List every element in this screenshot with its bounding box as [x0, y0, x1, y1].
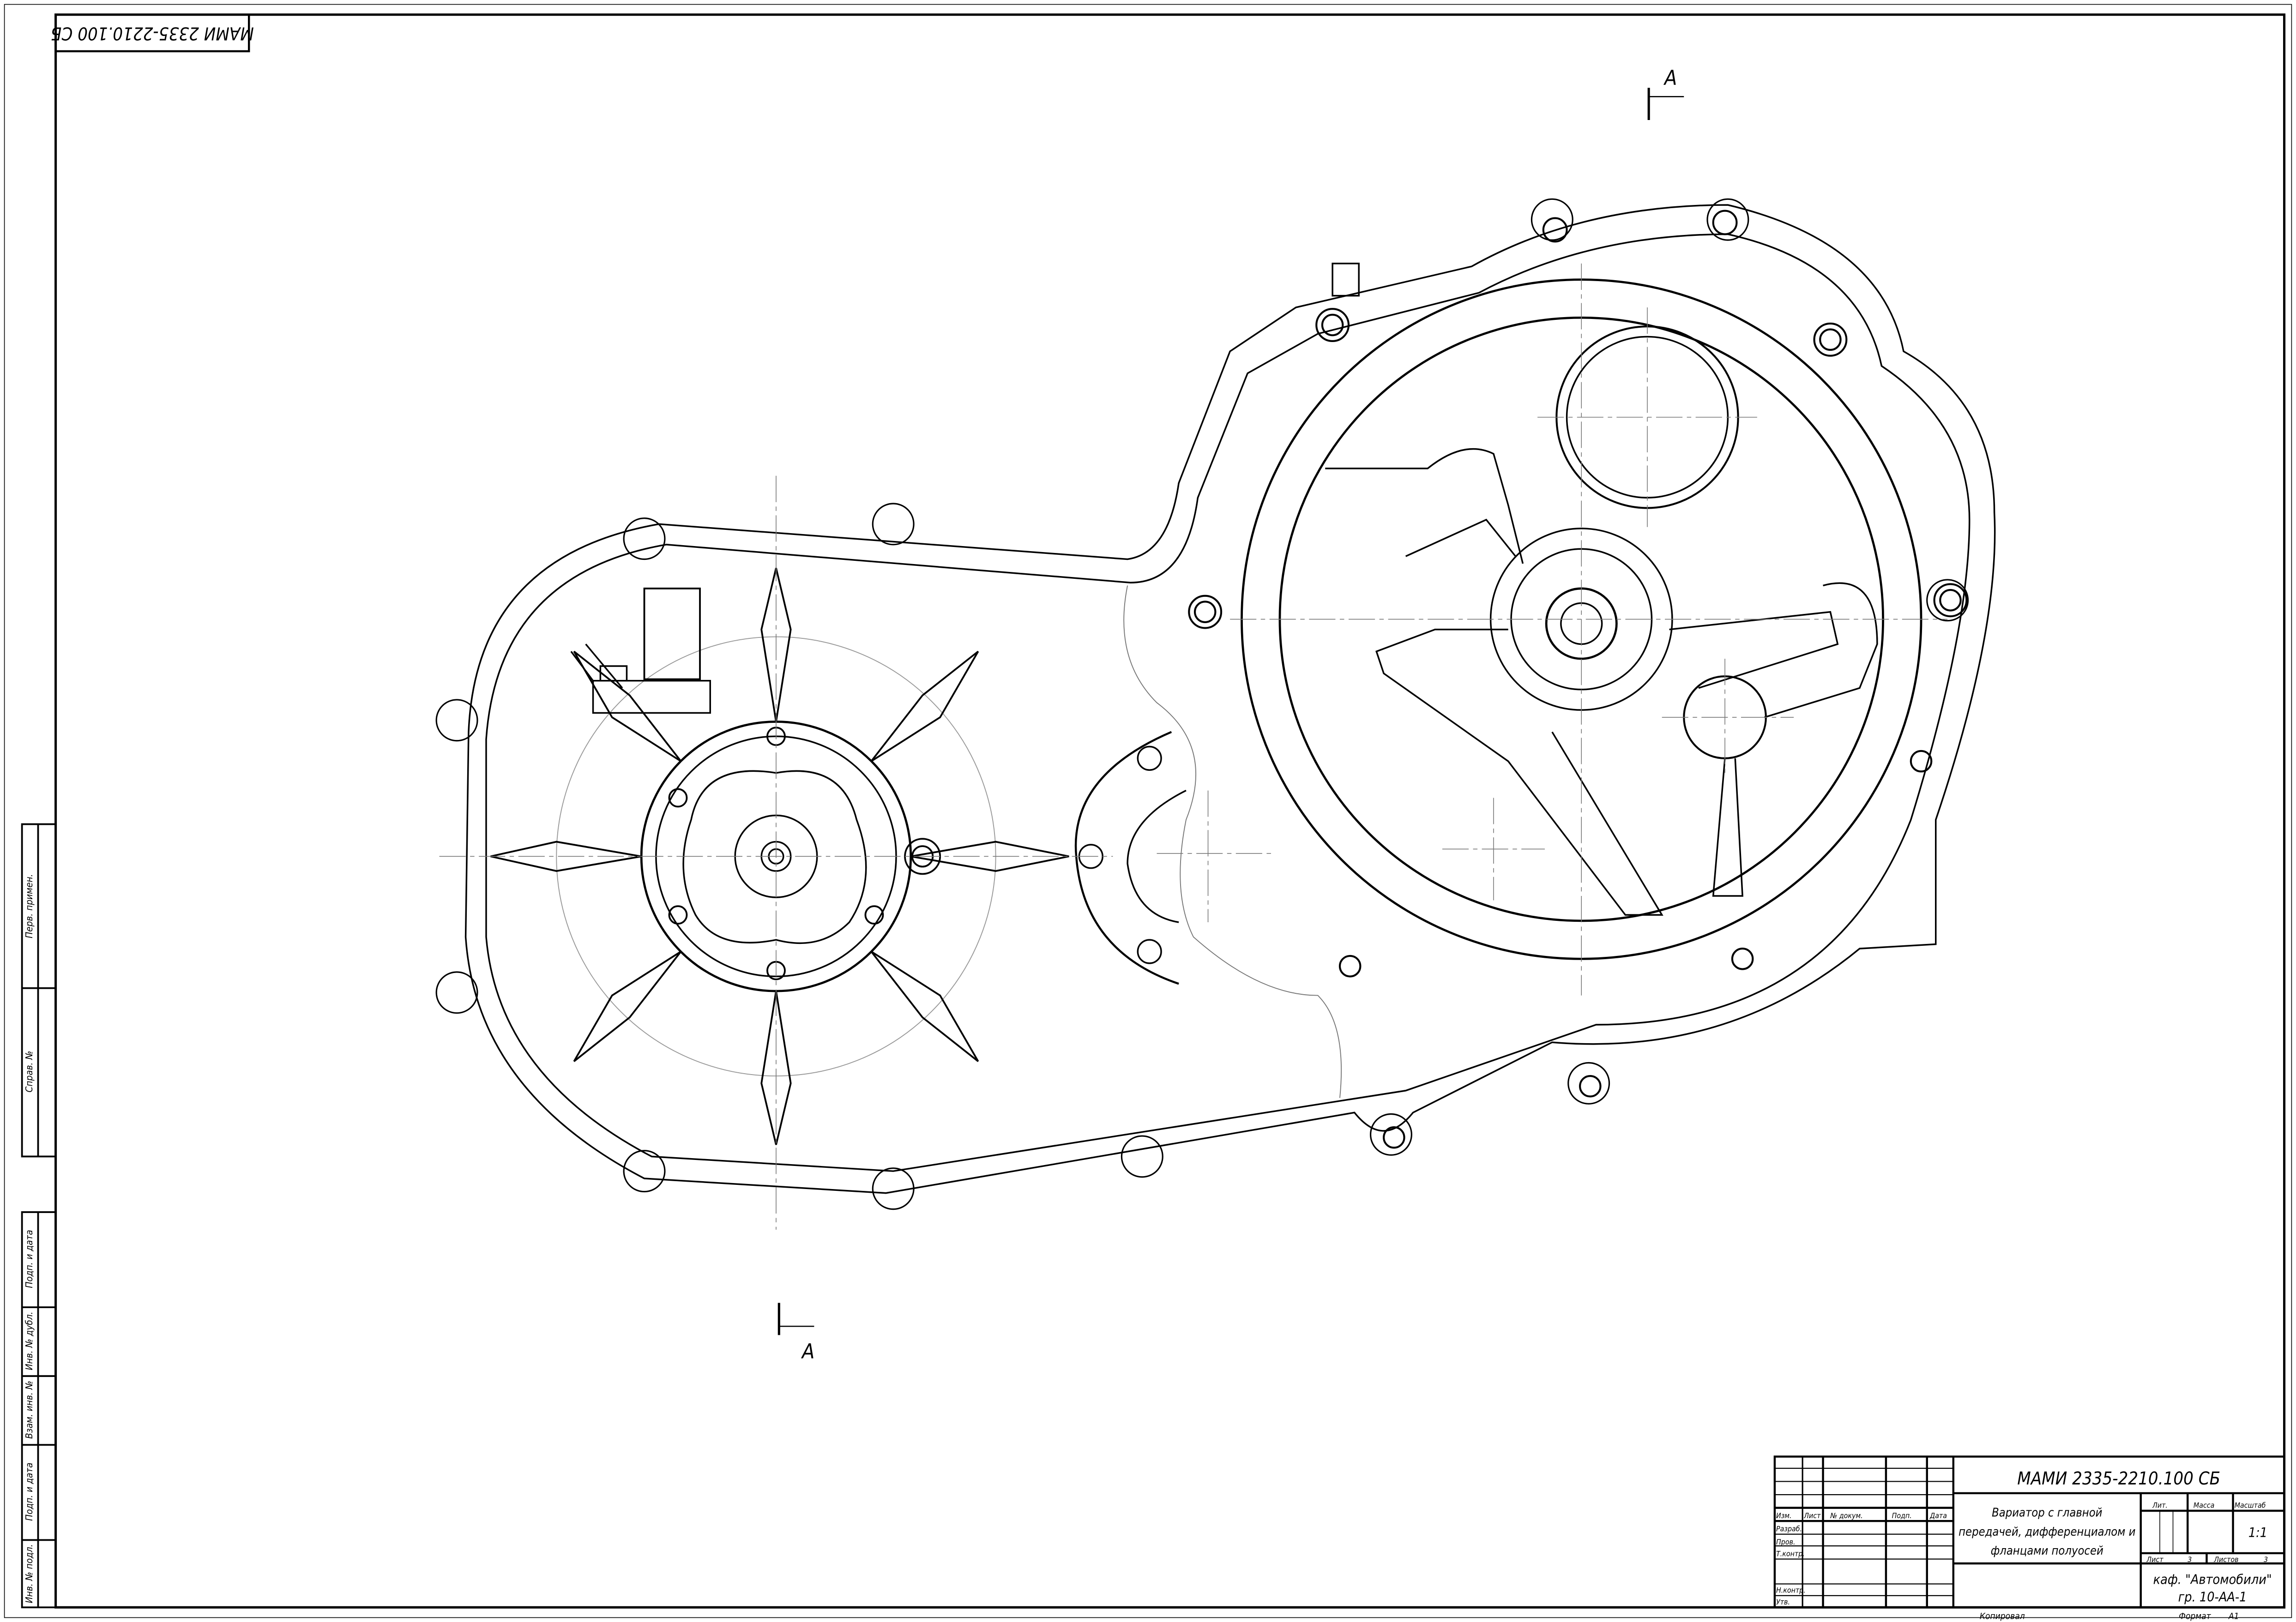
sheet-label: Лист	[2146, 1555, 2163, 1564]
rotated-designation-stamp: МАМИ 2335-2210.100 СБ	[51, 13, 254, 53]
title-block	[1773, 1455, 2285, 1609]
section-mark-bottom	[777, 1303, 814, 1335]
group: гр. 10-АА-1	[2178, 1590, 2247, 1605]
strip-label: Взам. инв. №	[24, 1381, 35, 1439]
role-label: Пров.	[1776, 1538, 1795, 1546]
drawing-name-line: передачей, дифференциалом и	[1959, 1525, 2135, 1538]
role-label: Разраб.	[1776, 1524, 1802, 1533]
strip-label: Перв. примен.	[24, 874, 35, 938]
section-label-bottom: A	[801, 1340, 814, 1364]
drawing-frame	[54, 13, 2286, 1609]
section-label-top: A	[1663, 66, 1677, 90]
drawing-name-line: Вариатор с главной	[1992, 1506, 2102, 1520]
strip-label: Справ. №	[24, 1051, 35, 1092]
mass-label: Масса	[2194, 1501, 2214, 1510]
copied-label: Копировал	[1980, 1611, 2025, 1622]
strip-label: Инв. № подл.	[24, 1544, 35, 1603]
role-label: Утв.	[1776, 1598, 1790, 1606]
drawing-designation: МАМИ 2335-2210.100 СБ	[2017, 1468, 2220, 1489]
organization: каф. "Автомобили"	[2153, 1572, 2272, 1587]
role-label: Т.контр.	[1776, 1549, 1805, 1558]
svg-text:МАМИ 2335-2210.100 СБ: МАМИ 2335-2210.100 СБ	[51, 23, 254, 43]
drawing-name-line: фланцами полуосей	[1991, 1544, 2103, 1557]
format-label: Формат	[2179, 1611, 2211, 1622]
scale-value: 1:1	[2248, 1525, 2267, 1540]
variator-housing-view	[435, 88, 1996, 1335]
role-label: Н.контр.	[1776, 1586, 1806, 1595]
sheets-count: 3	[2264, 1555, 2268, 1564]
strip-label: Инв. № дубл.	[24, 1312, 35, 1370]
header-izm: Изм.	[1776, 1511, 1792, 1520]
scale-label: Масштаб	[2235, 1501, 2266, 1510]
header-date: Дата	[1929, 1511, 1947, 1520]
format-value: A1	[2228, 1611, 2239, 1622]
section-mark-top	[1647, 88, 1684, 120]
strip-label: Подп. и дата	[24, 1463, 35, 1521]
sheets-label: Листов	[2213, 1555, 2238, 1564]
header-doc: № докум.	[1830, 1511, 1862, 1520]
header-sign: Подп.	[1892, 1511, 1912, 1520]
lit-label: Лит.	[2152, 1501, 2168, 1510]
sheet-number: 3	[2188, 1555, 2192, 1564]
left-side-strip	[21, 823, 57, 1609]
strip-label: Подп. и дата	[24, 1230, 35, 1288]
header-list: Лист	[1803, 1511, 1821, 1520]
